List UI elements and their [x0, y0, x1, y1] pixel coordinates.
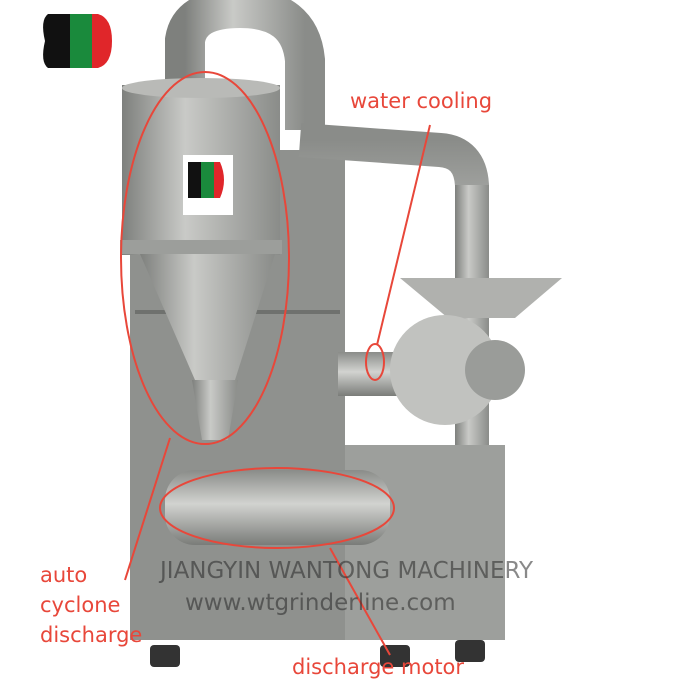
- grinder-mill: [390, 315, 500, 425]
- watermark-website: www.wtgrinderline.com: [185, 590, 456, 616]
- label-discharge-motor: discharge motor: [292, 655, 465, 679]
- watermark-company: JIANGYIN WANTONG MACHINERY: [160, 558, 534, 584]
- brand-logo: [43, 14, 112, 68]
- label-water-cooling: water cooling: [350, 89, 493, 113]
- duct-pipe: [165, 0, 325, 130]
- label-discharge: discharge: [40, 623, 143, 647]
- discharge-motor: [165, 470, 390, 545]
- annotation-marks: [120, 71, 431, 656]
- label-cyclone: cyclone: [40, 593, 121, 617]
- wheels: [150, 640, 485, 667]
- label-auto: auto: [40, 563, 88, 587]
- hopper: [400, 278, 562, 318]
